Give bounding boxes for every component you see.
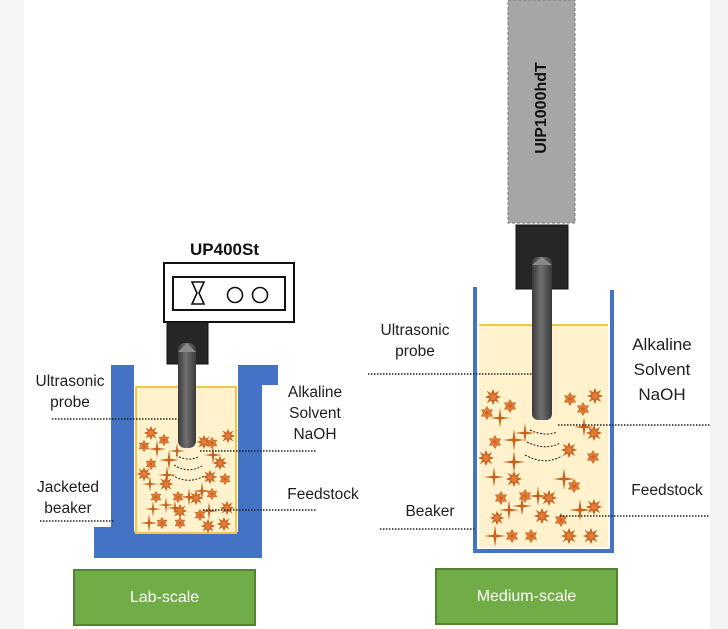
uip1000hdt-generator	[507, 0, 576, 224]
medium-setup	[368, 0, 710, 553]
ultrasonic-probe-tip	[178, 343, 196, 448]
hourglass-icon	[190, 281, 206, 305]
ultrasound-waves	[524, 429, 563, 462]
right-margin-strip	[710, 0, 728, 629]
medium-feedstock-label: Feedstock	[631, 482, 703, 499]
up400st-controller	[163, 262, 295, 323]
ultrasonic-probe-tip	[532, 257, 552, 420]
lab-solvent-label: Alkaline Solvent NaOH	[287, 384, 343, 443]
medium-probe-label: Ultrasonic probe	[380, 322, 450, 360]
medium-scale-badge: Medium-scale	[435, 568, 618, 625]
medium-device-label: UIP1000hdT	[532, 10, 552, 205]
lab-feedstock-label: Feedstock	[287, 486, 359, 503]
lab-device-label: UP400St	[190, 240, 259, 259]
ultrasound-waves	[171, 454, 205, 481]
medium-beaker-label: Beaker	[405, 503, 455, 520]
lab-beaker-label: Jacketed beaker	[36, 479, 100, 517]
circle-button-icon	[251, 286, 269, 304]
medium-solvent-label: Alkaline Solvent NaOH	[632, 335, 692, 404]
lab-setup	[40, 262, 317, 558]
beaker	[473, 287, 614, 553]
lab-probe-label: Ultrasonic probe	[35, 373, 105, 411]
circle-button-icon	[226, 286, 244, 304]
left-margin-strip	[0, 0, 24, 629]
lab-scale-badge: Lab-scale	[73, 569, 256, 626]
medium-device-label-text: UIP1000hdT	[533, 61, 550, 154]
jacketed-beaker	[94, 365, 278, 558]
